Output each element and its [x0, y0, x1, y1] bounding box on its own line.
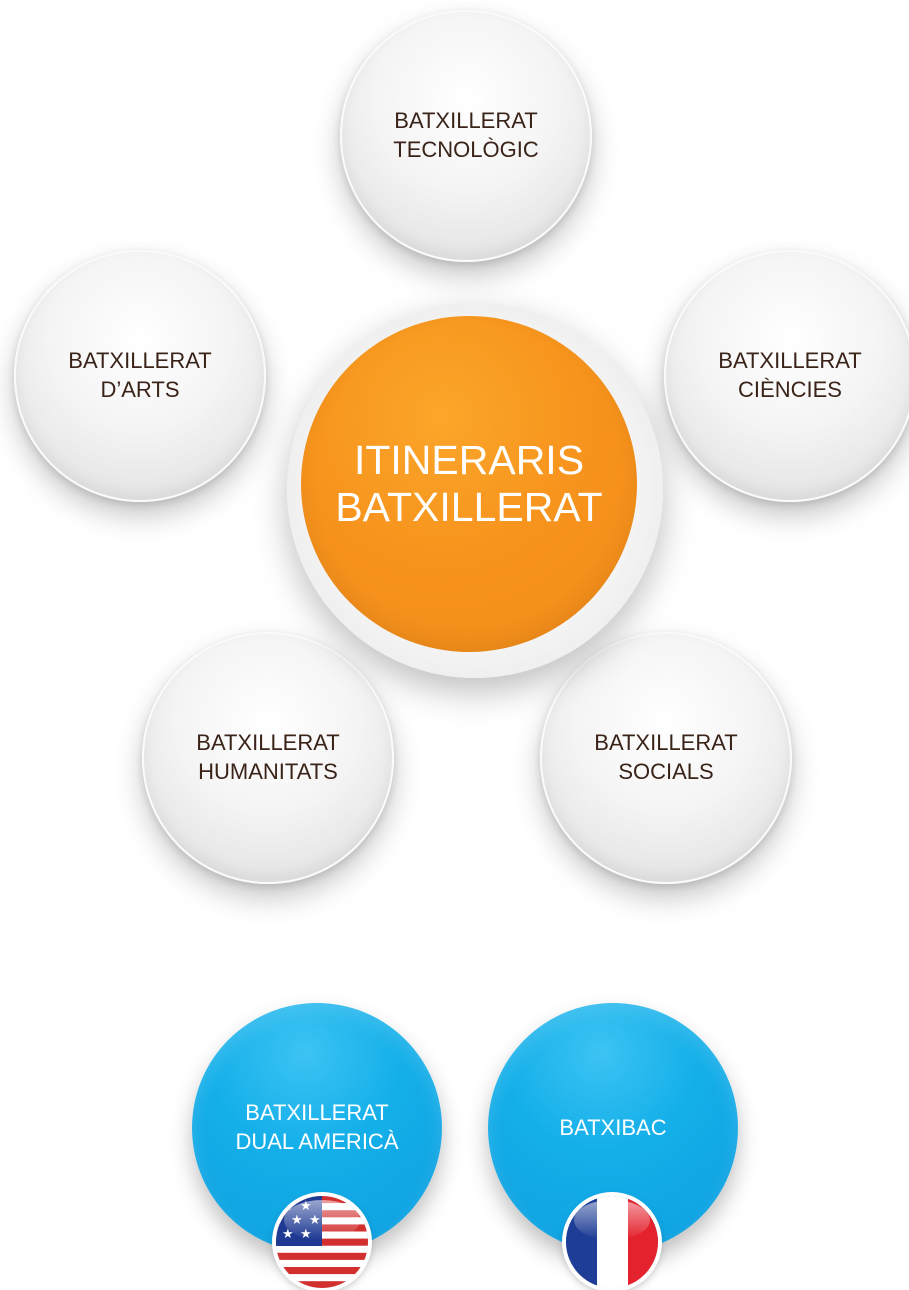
svg-text:★: ★: [291, 1213, 303, 1228]
center-line2: BATXILLERAT: [335, 484, 603, 530]
node-dual-line1: BATXILLERAT: [245, 1100, 389, 1126]
node-tecnologic[interactable]: BATXILLERAT TECNOLÒGIC: [340, 10, 592, 262]
node-tecnologic-line2: TECNOLÒGIC: [393, 137, 539, 162]
node-batxibac-label: BATXIBAC: [559, 1114, 667, 1140]
node-ciencies-line1: BATXILLERAT: [718, 348, 862, 374]
node-socials-line1: BATXILLERAT: [594, 730, 738, 756]
node-tecnologic-line1: BATXILLERAT: [394, 108, 538, 134]
node-arts-line2: D’ARTS: [100, 377, 180, 402]
svg-text:★: ★: [300, 1227, 312, 1242]
node-humanitats-line2: HUMANITATS: [198, 759, 338, 784]
svg-text:★: ★: [282, 1227, 294, 1242]
usa-flag-icon: ★★ ★★ ★★: [276, 1196, 368, 1288]
svg-text:★: ★: [300, 1199, 312, 1214]
node-arts[interactable]: BATXILLERAT D’ARTS: [14, 250, 266, 502]
node-humanitats-line1: BATXILLERAT: [196, 730, 340, 756]
node-dual-america[interactable]: BATXILLERAT DUAL AMERICÀ: [192, 1003, 442, 1253]
node-arts-line1: BATXILLERAT: [68, 348, 212, 374]
node-ciencies[interactable]: BATXILLERAT CIÈNCIES: [664, 250, 909, 502]
center-line1: ITINERARIS: [353, 436, 585, 483]
node-socials[interactable]: BATXILLERAT SOCIALS: [540, 632, 792, 884]
node-humanitats[interactable]: BATXILLERAT HUMANITATS: [142, 632, 394, 884]
node-dual-line2: DUAL AMERICÀ: [235, 1129, 399, 1154]
france-flag-icon: [566, 1196, 658, 1288]
svg-text:★: ★: [309, 1213, 321, 1228]
center-node[interactable]: ITINERARIS BATXILLERAT: [301, 316, 637, 652]
node-socials-line2: SOCIALS: [618, 759, 714, 784]
node-ciencies-line2: CIÈNCIES: [738, 377, 842, 402]
